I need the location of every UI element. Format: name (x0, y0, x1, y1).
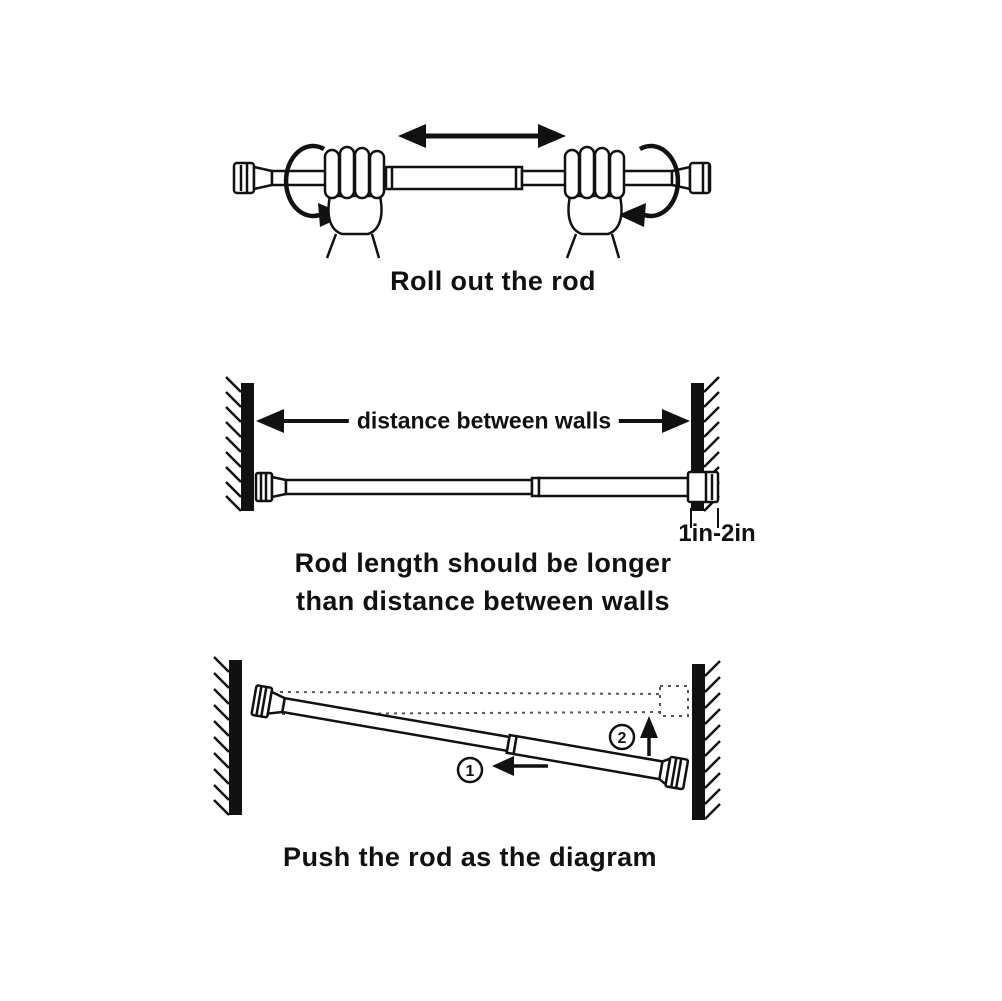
step1-number: 1 (466, 763, 475, 780)
tension-rod (232, 161, 712, 195)
distance-between-walls-label: distance between walls (348, 407, 620, 435)
panel3-illustration: 1 2 (213, 656, 721, 820)
lift-arrow-icon (640, 716, 658, 756)
left-wall (225, 376, 254, 512)
left-hand (323, 145, 386, 260)
right-wall (692, 660, 721, 820)
push-arrow-icon (492, 756, 548, 776)
panel3-caption: Push the rod as the diagram (283, 842, 657, 872)
rotate-arrow-right-icon (618, 143, 681, 227)
tension-rod-angled (250, 684, 690, 791)
panel1-illustration (232, 124, 712, 260)
slide-arrow-icon (398, 124, 566, 148)
overlap-length-label: 1in-2in (678, 520, 756, 547)
overlap-marker (690, 508, 719, 528)
panel2-caption-line2: than distance between walls (296, 586, 670, 616)
panel2-illustration (225, 376, 720, 528)
step1-badge: 1 (456, 756, 484, 784)
panel2-caption: Rod length should be longer than distanc… (295, 544, 672, 620)
rod-final-position-ghost (279, 685, 689, 717)
step2-badge: 2 (608, 723, 636, 751)
panel2-caption-line1: Rod length should be longer (294, 548, 672, 578)
tension-rod (254, 470, 720, 504)
panel1-caption: Roll out the rod (390, 266, 596, 296)
left-wall (213, 656, 242, 816)
step2-number: 2 (618, 730, 627, 747)
right-hand (563, 145, 626, 260)
